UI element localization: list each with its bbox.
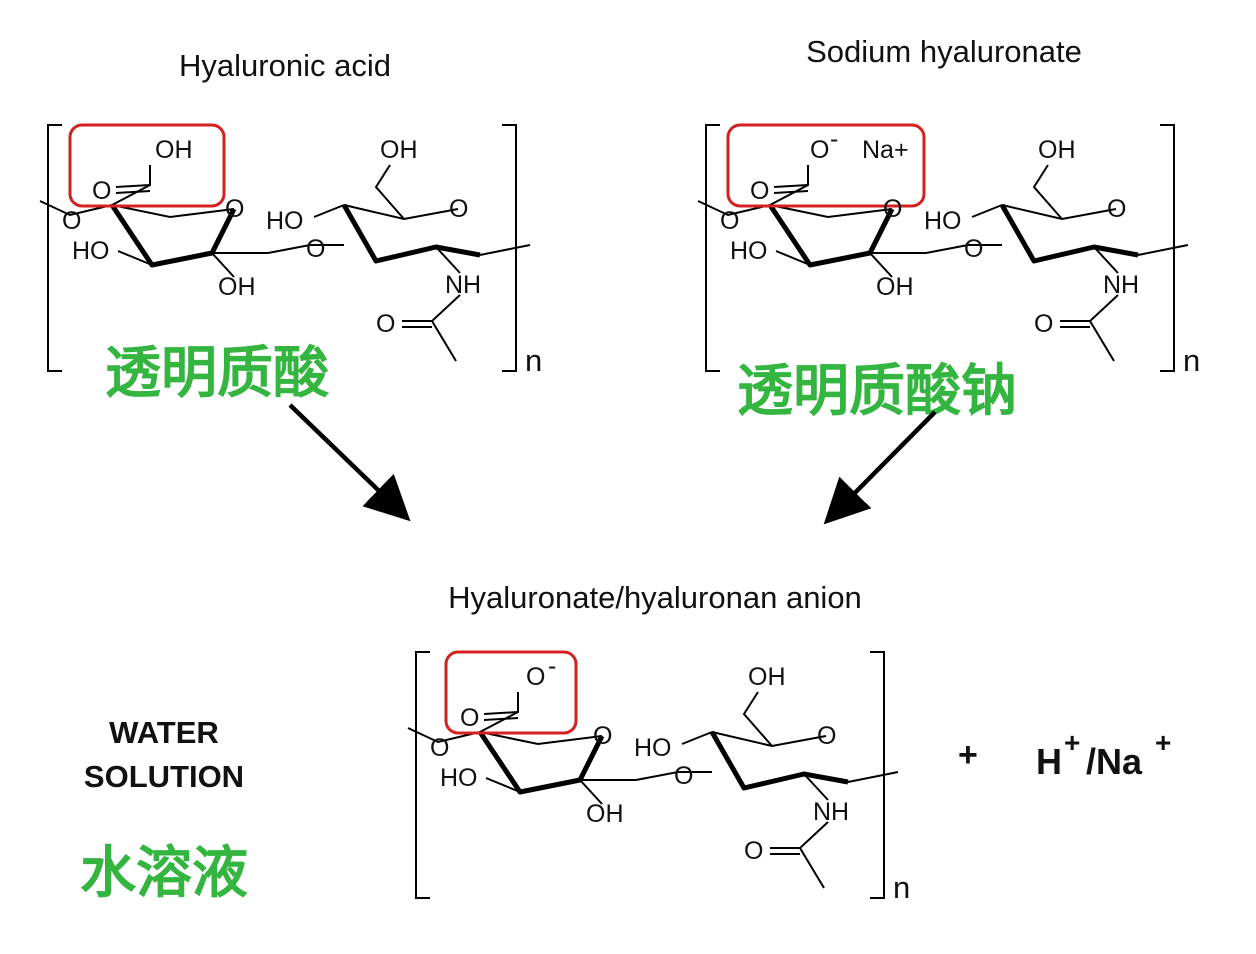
atom-ring-o: O (449, 195, 468, 223)
label-water: WATER (109, 715, 219, 750)
atom-oh: OH (155, 136, 193, 164)
product-na: /Na (1086, 741, 1143, 782)
arrow-acid-to-anion (288, 403, 411, 522)
label-solution: SOLUTION (84, 759, 244, 794)
atom-oh: OH (586, 800, 624, 828)
label-chinese-acid: 透明质酸 (105, 341, 330, 406)
label-chinese-sodium: 透明质酸钠 (737, 359, 1017, 424)
atom-nh: NH (1103, 271, 1139, 299)
product-h: H (1036, 741, 1062, 782)
atom-nh: NH (445, 271, 481, 299)
repeat-n: n (525, 343, 542, 378)
atom-nh: NH (813, 798, 849, 826)
atom-ho: HO (72, 237, 110, 265)
atom-oh: OH (748, 663, 786, 691)
structure-sodium-hyaluronate: O - Na+ O O O HO OH HO O OH O NH O n (698, 125, 1200, 378)
atom-glycosidic-o: O (674, 762, 693, 790)
atom-ho: HO (266, 207, 304, 235)
atom-bridge-o: O (430, 734, 449, 762)
structure-anion: O - O O O HO OH HO O OH O NH O n (408, 652, 910, 905)
atom-na-plus: Na+ (862, 136, 909, 164)
atom-glycosidic-o: O (964, 235, 983, 263)
atom-ho: HO (924, 207, 962, 235)
atom-oh: OH (380, 136, 418, 164)
highlight-carboxyl-acid (68, 123, 226, 208)
structure-hyaluronic-acid: OH O O O HO OH HO O OH O NH O n (40, 125, 542, 378)
highlight-carboxylate-sodium (726, 123, 926, 208)
arrow-sodium-to-anion (823, 410, 937, 525)
atom-ho: HO (634, 734, 672, 762)
charge-minus: - (548, 652, 556, 680)
atom-bridge-o: O (720, 207, 739, 235)
repeat-n: n (893, 870, 910, 905)
atom-ring-o: O (817, 722, 836, 750)
atom-o-minus: O (526, 663, 545, 691)
label-chinese-water: 水溶液 (80, 841, 248, 906)
atom-carbonyl-o: O (1034, 310, 1053, 338)
atom-bridge-o: O (62, 207, 81, 235)
atom-o: O (92, 177, 111, 205)
atom-oh: OH (876, 273, 914, 301)
atom-o-minus: O (810, 136, 829, 164)
title-sodium-hyaluronate: Sodium hyaluronate (806, 34, 1082, 69)
atom-o: O (460, 704, 479, 732)
atom-o: O (750, 177, 769, 205)
product-na-charge: + (1155, 727, 1171, 758)
title-anion: Hyaluronate/hyaluronan anion (448, 580, 862, 615)
atom-ring-o: O (883, 195, 902, 223)
atom-oh: OH (1038, 136, 1076, 164)
title-hyaluronic-acid: Hyaluronic acid (179, 48, 391, 83)
atom-ho: HO (440, 764, 478, 792)
atom-ring-o: O (1107, 195, 1126, 223)
charge-minus: - (830, 125, 838, 153)
atom-carbonyl-o: O (376, 310, 395, 338)
plus-sign: + (958, 736, 978, 774)
atom-ring-o: O (593, 722, 612, 750)
atom-ring-o: O (225, 195, 244, 223)
highlight-carboxylate-anion (444, 650, 578, 735)
atom-ho: HO (730, 237, 768, 265)
atom-carbonyl-o: O (744, 837, 763, 865)
atom-oh: OH (218, 273, 256, 301)
product-h-charge: + (1064, 727, 1080, 758)
atom-glycosidic-o: O (306, 235, 325, 263)
repeat-n: n (1183, 343, 1200, 378)
